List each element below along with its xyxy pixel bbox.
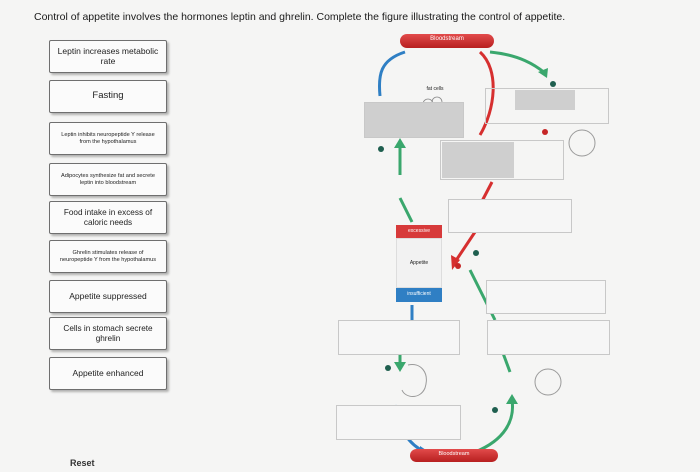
fat-cells-label: fat cells	[426, 86, 444, 92]
drop-target-5[interactable]	[486, 280, 606, 314]
insufficient-box: insufficient	[396, 288, 442, 302]
brain-icon-bottom	[534, 368, 562, 396]
bloodstream-top: Bloodstream	[400, 34, 494, 48]
dot-marker-2[interactable]	[378, 146, 384, 152]
drop-target-8[interactable]	[336, 405, 461, 440]
excessive-box: excessive	[396, 225, 442, 238]
card-appetite-suppressed[interactable]: Appetite suppressed	[49, 280, 167, 313]
dot-marker-1[interactable]	[550, 81, 556, 87]
green-arrow-top-right	[489, 50, 546, 75]
card-food-intake-excess[interactable]: Food intake in excess of caloric needs	[49, 201, 167, 234]
bloodstream-bottom: Bloodstream	[410, 449, 498, 462]
green-arrow-bottom-right	[474, 399, 515, 454]
gray-box-right	[515, 90, 575, 110]
dot-marker-5[interactable]	[455, 263, 461, 269]
dot-marker-7[interactable]	[492, 407, 498, 413]
drop-target-1[interactable]	[364, 102, 464, 138]
drop-target-4[interactable]	[448, 199, 572, 233]
card-fasting[interactable]: Fasting	[49, 80, 167, 113]
gray-box-mid	[442, 142, 514, 178]
dot-marker-6[interactable]	[385, 365, 391, 371]
drop-target-3[interactable]	[440, 140, 564, 180]
card-appetite-enhanced[interactable]: Appetite enhanced	[49, 357, 167, 390]
reset-button[interactable]: Reset	[70, 458, 95, 468]
gray-box-left	[364, 102, 464, 138]
blue-arrow-top-left	[377, 50, 406, 97]
drop-target-6[interactable]	[338, 320, 460, 355]
card-ghrelin-stimulates-npy[interactable]: Ghrelin stimulates release of neuropepti…	[49, 240, 167, 273]
card-leptin-increases-metabolic-rate[interactable]: Leptin increases metabolic rate	[49, 40, 167, 73]
stomach-icon	[401, 363, 427, 397]
appetite-box: Appetite	[396, 238, 442, 288]
drop-target-7[interactable]	[487, 320, 610, 355]
green-line-mid	[398, 197, 414, 223]
dot-marker-4[interactable]	[473, 250, 479, 256]
card-stomach-secrete-ghrelin[interactable]: Cells in stomach secrete ghrelin	[49, 317, 167, 350]
red-arrow-top	[478, 50, 495, 136]
question-text: Control of appetite involves the hormone…	[34, 11, 566, 23]
brain-icon-top	[568, 129, 596, 157]
dot-marker-3[interactable]	[542, 129, 548, 135]
drop-target-2[interactable]	[485, 88, 609, 124]
card-adipocytes-secrete-leptin[interactable]: Adipocytes synthesize fat and secrete le…	[49, 163, 167, 196]
red-arrow-appetite	[453, 231, 477, 263]
card-leptin-inhibits-npy[interactable]: Leptin inhibits neuropeptide Y release f…	[49, 122, 167, 155]
